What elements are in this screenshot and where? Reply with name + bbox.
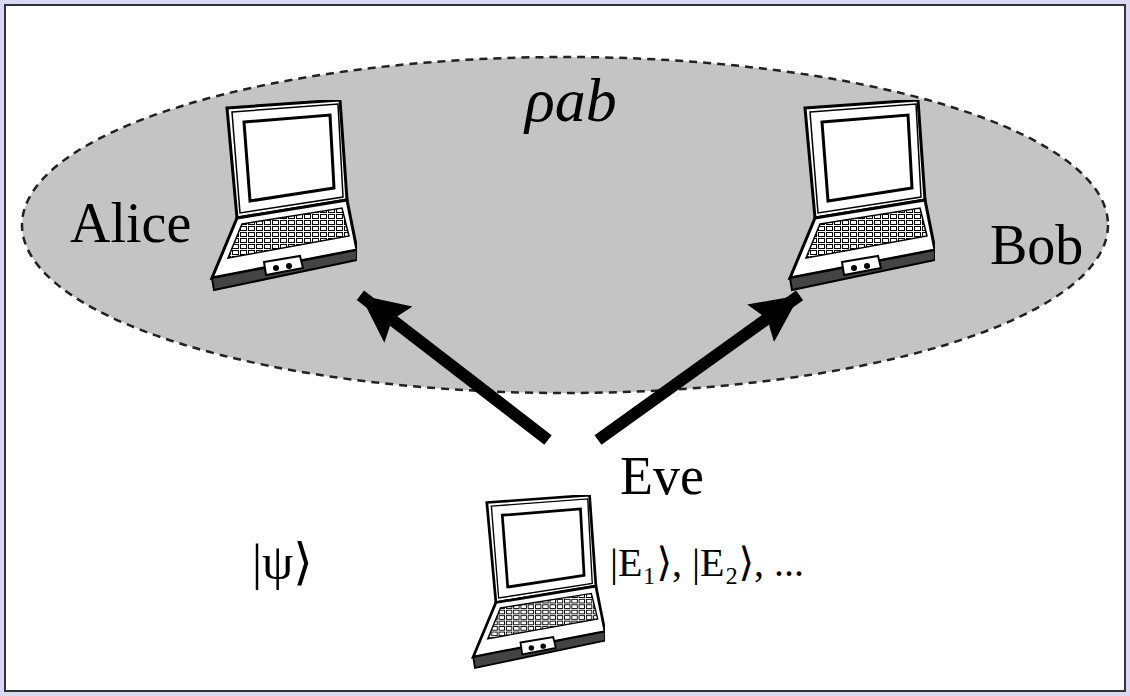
laptop-icon xyxy=(455,495,605,670)
laptop-icon xyxy=(192,100,357,292)
laptop-icon xyxy=(770,100,935,292)
state-region: ρabAlice Bob xyxy=(20,55,1110,395)
party-name: Bob xyxy=(990,213,1083,277)
party-name: Alice xyxy=(70,191,191,255)
state-label: |ψ⟩ xyxy=(252,534,313,592)
ancilla-states: |E₁⟩, |E₂⟩, ... xyxy=(610,540,804,586)
party-name: Eve xyxy=(620,445,704,507)
state-label: ρab xyxy=(525,65,617,136)
